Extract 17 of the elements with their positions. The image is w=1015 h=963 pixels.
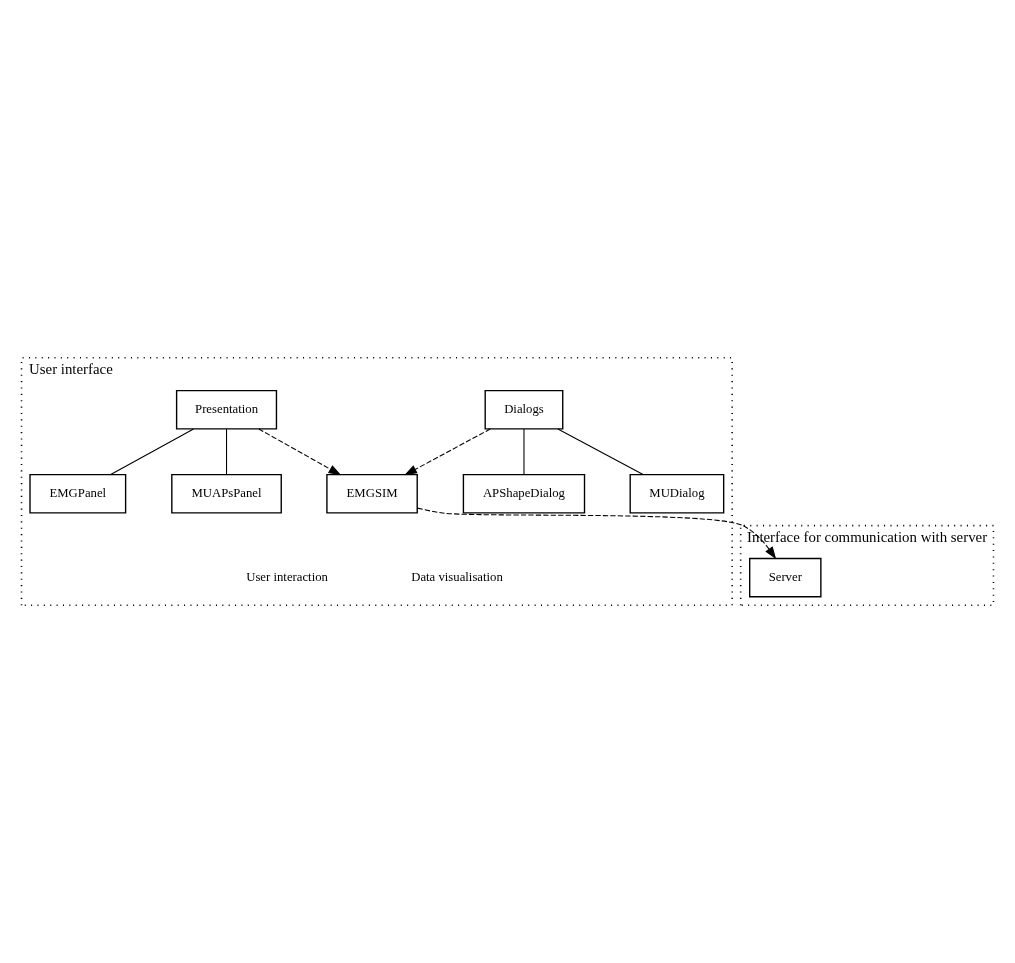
arrow: [258, 428, 342, 476]
connector: [523, 428, 525, 476]
arrow: [416, 507, 777, 560]
node-box: Dialogs: [484, 390, 564, 430]
node-box: EMGPanel: [29, 473, 127, 514]
arrow: [404, 428, 491, 476]
label: Data visualisation: [411, 569, 503, 584]
connector: [557, 428, 644, 476]
node-box: EMGSIM: [326, 473, 418, 514]
node-box: Presentation: [175, 390, 278, 430]
node-box: MUAPsPanel: [171, 473, 282, 514]
connector: [110, 428, 195, 476]
connector: [226, 428, 228, 476]
node-box: APShapeDialog: [462, 473, 586, 514]
node-box: Server: [749, 557, 822, 598]
node-box: MUDialog: [629, 473, 725, 514]
label: User interaction: [246, 569, 328, 584]
